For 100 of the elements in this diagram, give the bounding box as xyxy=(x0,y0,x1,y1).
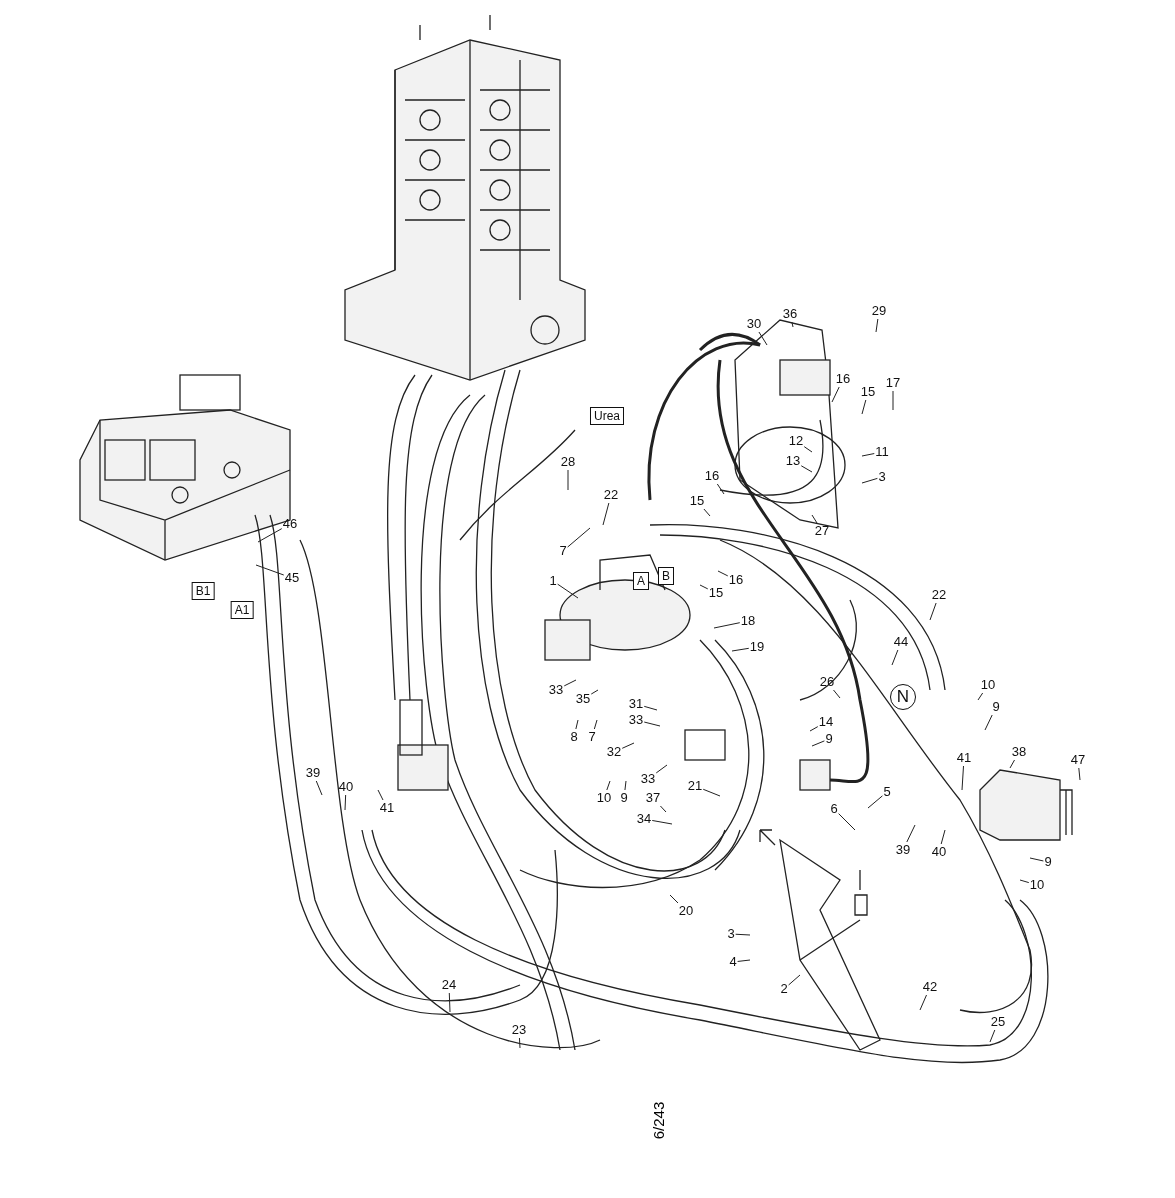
leader-line xyxy=(257,528,283,543)
callout-number: 13 xyxy=(785,454,801,468)
callout-number: 39 xyxy=(895,843,911,857)
leader-line xyxy=(940,829,946,845)
leader-line xyxy=(590,689,599,695)
callout-number: 6 xyxy=(830,802,838,816)
callout-number: 41 xyxy=(379,801,395,815)
callout-number: 18 xyxy=(740,614,756,628)
callout-number: 16 xyxy=(728,573,744,587)
leader-line xyxy=(651,819,673,825)
leader-line xyxy=(567,469,569,491)
callout-number: 33 xyxy=(640,772,656,786)
circle-marker: N xyxy=(890,684,916,710)
callout-number: 36 xyxy=(782,307,798,321)
callout-number: 42 xyxy=(922,980,938,994)
leader-line xyxy=(867,795,883,809)
callout-number: 7 xyxy=(559,544,567,558)
leader-line xyxy=(861,453,875,457)
leader-line xyxy=(575,719,579,730)
callout-number: 27 xyxy=(814,524,830,538)
port-label: B xyxy=(658,567,674,585)
leader-line xyxy=(788,974,801,986)
callout-number: 2 xyxy=(780,982,788,996)
callout-number: 33 xyxy=(548,683,564,697)
callout-number: 21 xyxy=(687,779,703,793)
callout-number: 16 xyxy=(835,372,851,386)
callout-number: 15 xyxy=(860,385,876,399)
leader-line xyxy=(1029,857,1044,862)
leader-line xyxy=(518,1037,521,1049)
leader-line xyxy=(606,780,611,791)
leader-line xyxy=(1009,759,1015,769)
callout-number: 10 xyxy=(1029,878,1045,892)
callout-number: 24 xyxy=(441,978,457,992)
leader-line xyxy=(717,570,729,577)
callout-number: 46 xyxy=(282,517,298,531)
callout-number: 22 xyxy=(931,588,947,602)
callout-number: 5 xyxy=(883,785,891,799)
callout-number: 29 xyxy=(871,304,887,318)
leader-line xyxy=(669,894,679,904)
leader-line xyxy=(735,933,751,936)
callout-number: 32 xyxy=(606,745,622,759)
leader-line xyxy=(567,527,591,548)
leader-line xyxy=(800,465,813,473)
callout-number: 9 xyxy=(992,700,1000,714)
callout-number: 15 xyxy=(708,586,724,600)
callout-number: 28 xyxy=(560,455,576,469)
leader-line xyxy=(809,726,819,732)
callout-number: 45 xyxy=(284,571,300,585)
port-label: A xyxy=(633,572,649,590)
leader-line xyxy=(838,813,856,831)
leader-line xyxy=(557,583,579,599)
leader-line xyxy=(643,721,661,727)
leader-line xyxy=(1019,879,1030,884)
leader-line xyxy=(791,321,794,328)
callout-number: 10 xyxy=(980,678,996,692)
leader-line xyxy=(1078,767,1081,781)
leader-line xyxy=(621,742,635,749)
leader-line xyxy=(919,994,927,1011)
leader-line xyxy=(716,483,725,495)
callout-number: 41 xyxy=(956,751,972,765)
callout-number: 3 xyxy=(727,927,735,941)
leader-line xyxy=(892,390,894,411)
callout-number: 10 xyxy=(596,791,612,805)
leader-line xyxy=(699,584,709,590)
callout-number: 35 xyxy=(575,692,591,706)
leader-line xyxy=(655,764,668,774)
callout-number: 40 xyxy=(338,780,354,794)
leader-line xyxy=(758,331,768,346)
leader-line xyxy=(593,719,598,730)
leader-line xyxy=(255,564,285,576)
callout-number: 47 xyxy=(1070,753,1086,767)
leader-line xyxy=(811,740,825,747)
callout-number: 44 xyxy=(893,635,909,649)
leader-line xyxy=(875,318,879,333)
leader-line xyxy=(602,502,610,526)
callout-number: 4 xyxy=(729,955,737,969)
callout-number: 34 xyxy=(636,812,652,826)
callout-number: 9 xyxy=(1044,855,1052,869)
callout-number: 40 xyxy=(931,845,947,859)
callout-number: 15 xyxy=(689,494,705,508)
leader-line xyxy=(703,508,711,517)
port-label: B1 xyxy=(191,582,215,600)
callout-number: 12 xyxy=(788,434,804,448)
callout-number: 3 xyxy=(878,470,886,484)
callout-number: 17 xyxy=(885,376,901,390)
callout-number: 9 xyxy=(620,791,628,805)
leader-line xyxy=(989,1029,996,1043)
leader-line xyxy=(702,788,721,797)
port-label: A1 xyxy=(230,601,254,619)
leader-line xyxy=(961,765,964,791)
leader-line xyxy=(713,622,741,629)
leader-line xyxy=(344,794,347,811)
callout-number: 20 xyxy=(678,904,694,918)
callout-number: 1 xyxy=(549,574,557,588)
callout-number: 30 xyxy=(746,317,762,331)
leader-line xyxy=(315,780,323,796)
leader-line xyxy=(906,824,916,843)
port-label: Urea xyxy=(590,407,624,425)
callout-number: 39 xyxy=(305,766,321,780)
leader-line xyxy=(831,386,840,403)
